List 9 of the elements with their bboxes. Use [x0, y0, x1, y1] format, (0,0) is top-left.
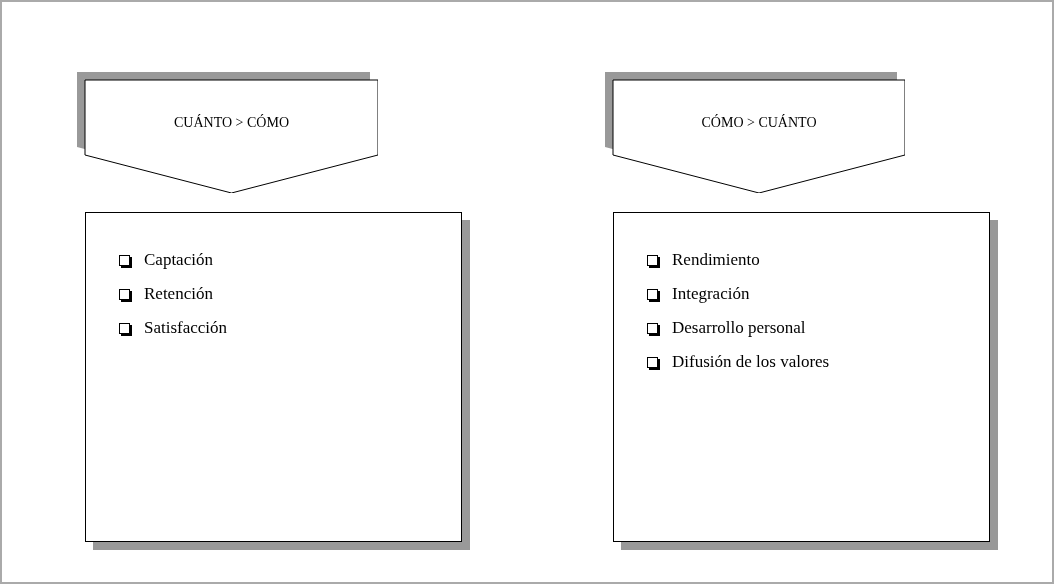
list-item: Retención: [144, 283, 213, 305]
list-item: Captación: [144, 249, 213, 271]
list-item: Difusión de los valores: [672, 351, 830, 373]
list-item: Rendimiento: [672, 249, 760, 271]
banner-heading: CUÁNTO > CÓMO: [174, 113, 289, 132]
list-item: Desarrollo personal: [672, 317, 806, 339]
list-item: Satisfacción: [144, 317, 228, 339]
banner-heading: CÓMO > CUÁNTO: [701, 113, 817, 132]
list-item: Integración: [672, 283, 750, 305]
